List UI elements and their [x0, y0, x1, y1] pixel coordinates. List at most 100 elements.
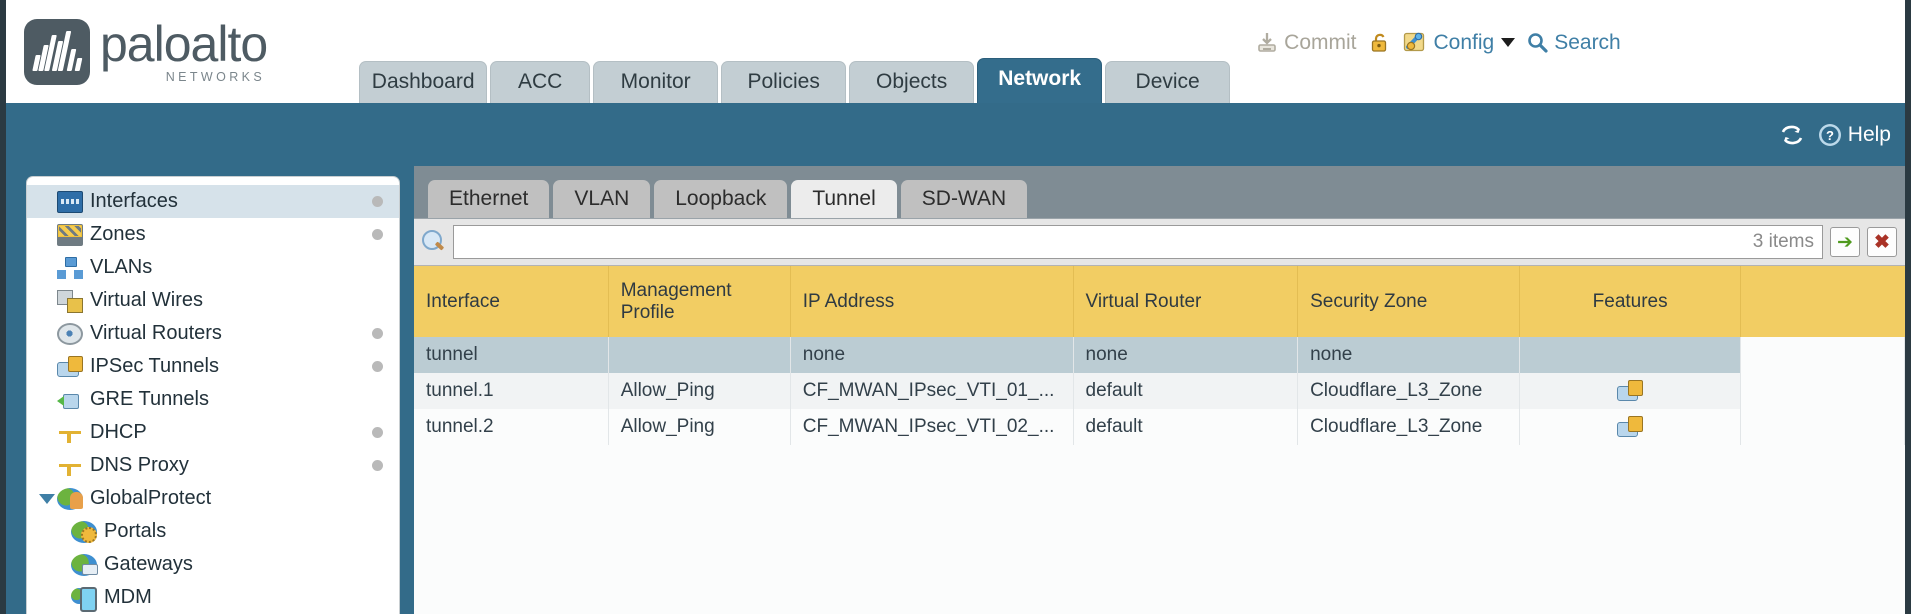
ipsec-tunnel-feature-icon	[1617, 380, 1644, 402]
magnifier-icon	[422, 230, 446, 254]
column-header-ip-address[interactable]: IP Address	[790, 266, 1074, 337]
tab-sd-wan[interactable]: SD-WAN	[900, 180, 1028, 218]
nav-tab-acc[interactable]: ACC	[490, 61, 591, 103]
sidebar-item-gateways[interactable]: Gateways	[27, 548, 399, 581]
sidebar-item-virtual-wires[interactable]: Virtual Wires	[27, 284, 399, 317]
sidebar-item-label: VLANs	[90, 256, 153, 278]
sidebar-item-label: GlobalProtect	[90, 487, 212, 509]
expand-triangle-icon[interactable]	[37, 493, 57, 504]
clear-filter-button[interactable]: ✖	[1867, 227, 1897, 257]
sidebar-item-label: Zones	[90, 223, 146, 245]
cell-virtual-router: default	[1073, 373, 1299, 410]
column-header-features[interactable]: Features	[1519, 266, 1742, 337]
help-label: Help	[1847, 122, 1891, 146]
sidebar-item-label: Virtual Routers	[90, 322, 222, 344]
filter-input-wrapper[interactable]: 3 items	[453, 225, 1823, 259]
sidebar-item-portals[interactable]: Portals	[27, 515, 399, 548]
tab-loopback[interactable]: Loopback	[654, 180, 788, 218]
tab-vlan[interactable]: VLAN	[553, 180, 651, 218]
nav-tab-policies[interactable]: Policies	[721, 61, 847, 103]
nav-tab-network[interactable]: Network	[977, 58, 1103, 103]
sidebar-item-gre-tunnels[interactable]: GRE Tunnels	[27, 383, 399, 416]
filter-input[interactable]	[462, 230, 1745, 254]
column-header-interface[interactable]: Interface	[414, 266, 609, 337]
cell-ip-address: none	[790, 337, 1074, 373]
help-button[interactable]: ? Help	[1817, 122, 1891, 148]
cell-features	[1519, 373, 1742, 410]
dns-proxy-icon	[57, 455, 83, 477]
gre-tunnels-icon	[57, 389, 83, 411]
sidebar-item-status-dot	[372, 229, 383, 240]
tab-ethernet[interactable]: Ethernet	[428, 180, 550, 218]
cell-management-profile	[608, 337, 791, 373]
sidebar-item-virtual-routers[interactable]: Virtual Routers	[27, 317, 399, 350]
cell-interface[interactable]: tunnel	[414, 337, 609, 373]
search-icon	[1528, 33, 1548, 53]
nav-tab-monitor[interactable]: Monitor	[593, 61, 719, 103]
nav-tab-dashboard[interactable]: Dashboard	[359, 61, 488, 103]
sidebar-item-label: DHCP	[90, 421, 147, 443]
brand-logo: paloalto NETWORKS	[6, 0, 268, 103]
cell-interface[interactable]: tunnel.2	[414, 409, 609, 446]
apply-filter-button[interactable]: ➔	[1830, 227, 1860, 257]
brand-name: paloalto	[100, 16, 268, 73]
cell-spacer	[1740, 409, 1905, 446]
padlock-icon	[1371, 33, 1386, 52]
interfaces-panel: 3 items ➔ ✖	[414, 218, 1905, 614]
column-header-spacer	[1740, 266, 1905, 337]
search-button[interactable]: Search	[1526, 31, 1621, 55]
sidebar-item-vlans[interactable]: VLANs	[27, 251, 399, 284]
sidebar-item-status-dot	[372, 328, 383, 339]
column-header-security-zone[interactable]: Security Zone	[1297, 266, 1521, 337]
nav-tab-device[interactable]: Device	[1105, 61, 1231, 103]
sidebar-item-dhcp[interactable]: DHCP	[27, 416, 399, 449]
vlans-icon	[57, 256, 83, 279]
sidebar-item-interfaces[interactable]: Interfaces	[27, 185, 399, 218]
cell-ip-address: CF_MWAN_IPsec_VTI_02_...	[790, 409, 1074, 446]
item-count-label: 3 items	[1752, 231, 1814, 252]
virtual-routers-icon	[57, 322, 83, 345]
paloalto-logo-icon	[24, 18, 90, 85]
lock-button[interactable]	[1368, 31, 1392, 55]
tab-tunnel[interactable]: Tunnel	[791, 180, 897, 218]
sidebar-item-label: GRE Tunnels	[90, 388, 209, 410]
sidebar-item-mdm[interactable]: MDM	[27, 581, 399, 614]
ipsec-tunnels-icon	[57, 355, 83, 378]
interfaces-icon	[57, 190, 83, 213]
cell-security-zone: none	[1297, 337, 1521, 373]
sidebar-item-label: Gateways	[104, 553, 193, 575]
cell-features	[1519, 337, 1742, 373]
config-menu-button[interactable]: Config	[1403, 31, 1516, 55]
cell-interface[interactable]: tunnel.1	[414, 373, 609, 410]
sidebar-item-dns-proxy[interactable]: DNS Proxy	[27, 449, 399, 482]
refresh-icon	[1781, 125, 1803, 144]
sidebar-item-status-dot	[372, 361, 383, 372]
sidebar-item-globalprotect[interactable]: GlobalProtect	[27, 482, 399, 515]
svg-text:?: ?	[1826, 128, 1834, 143]
mdm-icon	[71, 586, 97, 612]
cell-security-zone: Cloudflare_L3_Zone	[1297, 373, 1521, 410]
column-header-virtual-router[interactable]: Virtual Router	[1073, 266, 1299, 337]
commit-button[interactable]: Commit	[1255, 31, 1357, 55]
nav-tab-objects[interactable]: Objects	[849, 61, 975, 103]
brand-text: paloalto NETWORKS	[100, 16, 268, 84]
cell-spacer	[1740, 373, 1905, 410]
sidebar-item-ipsec-tunnels[interactable]: IPSec Tunnels	[27, 350, 399, 383]
cell-management-profile: Allow_Ping	[608, 409, 791, 446]
column-header-management-profile[interactable]: Management Profile	[608, 266, 791, 337]
sidebar-item-zones[interactable]: Zones	[27, 218, 399, 251]
refresh-button[interactable]	[1779, 123, 1805, 147]
sidebar-item-label: DNS Proxy	[90, 454, 189, 476]
cell-virtual-router: none	[1073, 337, 1299, 373]
header-action-group: Commit Config	[1255, 0, 1621, 103]
sidebar-item-status-dot	[372, 460, 383, 471]
config-label: Config	[1433, 30, 1495, 54]
